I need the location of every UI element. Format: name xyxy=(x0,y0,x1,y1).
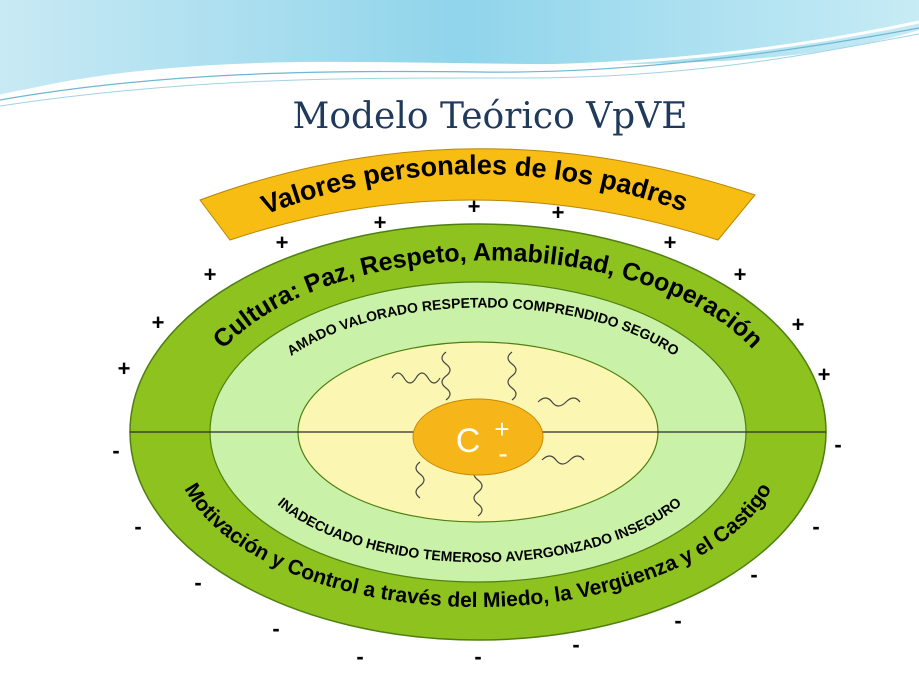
minus-sign: - xyxy=(834,432,841,457)
center-minus: - xyxy=(498,438,507,469)
spiral-icon xyxy=(441,351,451,401)
plus-sign: + xyxy=(374,210,387,235)
minus-sign: - xyxy=(272,616,279,641)
minus-sign: - xyxy=(194,570,201,595)
spiral-decorations xyxy=(391,351,585,517)
plus-sign: + xyxy=(818,362,831,387)
minus-sign: - xyxy=(474,644,481,669)
plus-sign: + xyxy=(552,200,565,225)
plus-sign: + xyxy=(152,310,165,335)
spiral-icon xyxy=(473,467,483,517)
plus-sign: + xyxy=(468,194,481,219)
plus-signs: + + + + + + + + + + + xyxy=(118,194,831,387)
plus-sign: + xyxy=(276,230,289,255)
plus-sign: + xyxy=(734,262,747,287)
minus-sign: - xyxy=(750,562,757,587)
minus-sign: - xyxy=(356,644,363,669)
minus-signs: - - - - - - - - - - - xyxy=(112,432,841,669)
plus-sign: + xyxy=(204,262,217,287)
spiral-icon xyxy=(415,461,425,499)
plus-sign: + xyxy=(664,230,677,255)
header-wave xyxy=(0,0,919,107)
plus-sign: + xyxy=(792,312,805,337)
slide-title: Modelo Teórico VpVE xyxy=(292,96,687,137)
parent-values-banner xyxy=(199,148,756,241)
minus-sign: - xyxy=(674,608,681,633)
minus-sign: - xyxy=(134,514,141,539)
spiral-icon xyxy=(541,455,585,465)
center-plus: + xyxy=(494,414,509,444)
minus-sign: - xyxy=(572,632,579,657)
minus-sign: - xyxy=(812,514,819,539)
spiral-icon xyxy=(391,372,441,384)
spiral-icon xyxy=(507,351,517,401)
minus-sign: - xyxy=(112,438,119,463)
center-label: C xyxy=(456,422,481,460)
plus-sign: + xyxy=(118,356,131,381)
spiral-icon xyxy=(537,397,581,407)
center-ellipse xyxy=(412,398,544,476)
